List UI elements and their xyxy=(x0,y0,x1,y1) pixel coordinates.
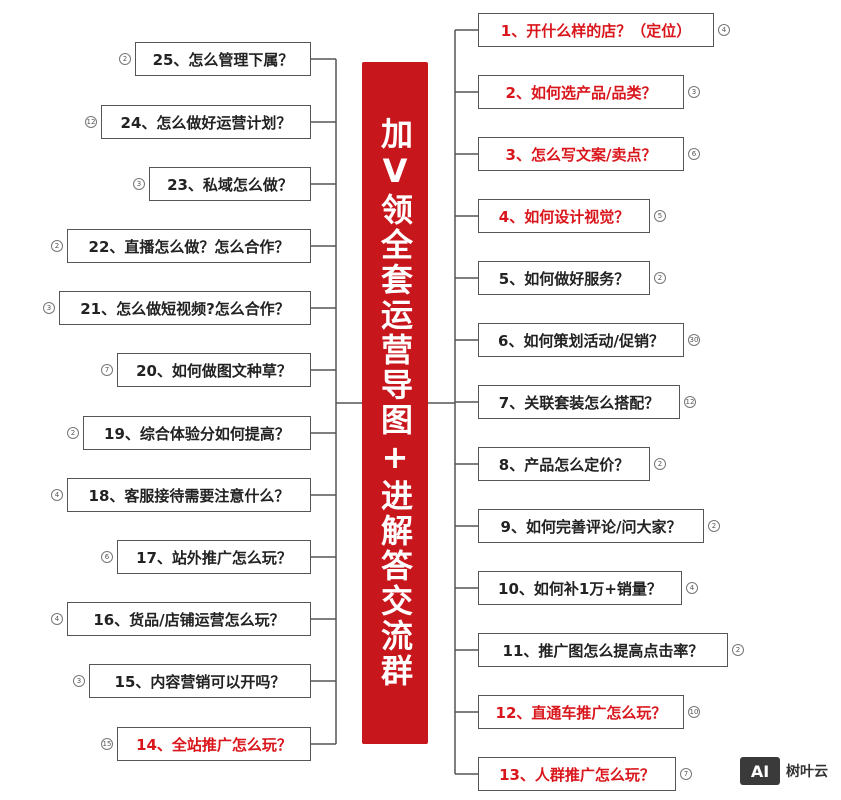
branch-node[interactable]: 2、如何选产品/品类？ xyxy=(478,75,684,109)
child-count-badge[interactable]: 30 xyxy=(688,334,700,346)
branch-node-label: 21、怎么做短视频?怎么合作？ xyxy=(80,299,290,318)
branch-node[interactable]: 15、内容营销可以开吗？ xyxy=(89,664,311,698)
branch-node-label: 8、产品怎么定价？ xyxy=(498,455,630,474)
branch-node-label: 3、怎么写文案/卖点？ xyxy=(505,145,657,164)
branch-node[interactable]: 6、如何策划活动/促销？ xyxy=(478,323,684,357)
child-count-badge[interactable]: 3 xyxy=(73,675,85,687)
child-count-badge[interactable]: 2 xyxy=(708,520,720,532)
child-count-badge[interactable]: 2 xyxy=(732,644,744,656)
child-count-badge[interactable]: 15 xyxy=(101,738,113,750)
branch-node-label: 24、怎么做好运营计划？ xyxy=(120,113,292,132)
child-count-badge[interactable]: 6 xyxy=(688,148,700,160)
branch-node-label: 14、全站推广怎么玩？ xyxy=(136,735,292,754)
child-count-badge[interactable]: 2 xyxy=(51,240,63,252)
branch-node-label: 25、怎么管理下属？ xyxy=(152,50,294,69)
branch-node[interactable]: 19、综合体验分如何提高？ xyxy=(83,416,311,450)
child-count-badge[interactable]: 4 xyxy=(686,582,698,594)
branch-node-label: 12、直通车推广怎么玩？ xyxy=(495,703,667,722)
branch-node-label: 2、如何选产品/品类？ xyxy=(505,83,657,102)
branch-node-label: 19、综合体验分如何提高？ xyxy=(104,424,290,443)
branch-node[interactable]: 4、如何设计视觉？ xyxy=(478,199,650,233)
branch-node-label: 15、内容营销可以开吗？ xyxy=(114,672,286,691)
child-count-badge[interactable]: 3 xyxy=(43,302,55,314)
branch-node[interactable]: 1、开什么样的店？（定位） xyxy=(478,13,714,47)
watermark-logo: AI xyxy=(740,757,780,785)
watermark: AI 树叶云 xyxy=(740,757,828,785)
branch-node-label: 7、关联套装怎么搭配？ xyxy=(498,393,660,412)
child-count-badge[interactable]: 3 xyxy=(133,178,145,190)
watermark-text: 树叶云 xyxy=(786,764,828,780)
branch-node[interactable]: 21、怎么做短视频?怎么合作？ xyxy=(59,291,311,325)
central-topic: 加V领全套运营导图+进解答交流群 xyxy=(362,62,428,744)
child-count-badge[interactable]: 2 xyxy=(119,53,131,65)
branch-node[interactable]: 5、如何做好服务？ xyxy=(478,261,650,295)
branch-node-label: 11、推广图怎么提高点击率？ xyxy=(502,641,704,660)
branch-node[interactable]: 8、产品怎么定价？ xyxy=(478,447,650,481)
branch-node-label: 9、如何完善评论/问大家？ xyxy=(500,517,682,536)
branch-node-label: 13、人群推广怎么玩？ xyxy=(499,765,655,784)
branch-node-label: 4、如何设计视觉？ xyxy=(498,207,630,226)
branch-node[interactable]: 22、直播怎么做？怎么合作？ xyxy=(67,229,311,263)
central-topic-title: 加V领全套运营导图+进解答交流群 xyxy=(376,117,414,689)
child-count-badge[interactable]: 2 xyxy=(654,458,666,470)
child-count-badge[interactable]: 4 xyxy=(51,489,63,501)
branch-node[interactable]: 7、关联套装怎么搭配？ xyxy=(478,385,680,419)
branch-node[interactable]: 13、人群推广怎么玩？ xyxy=(478,757,676,791)
child-count-badge[interactable]: 2 xyxy=(67,427,79,439)
branch-node[interactable]: 18、客服接待需要注意什么？ xyxy=(67,478,311,512)
branch-node-label: 6、如何策划活动/促销？ xyxy=(498,331,664,350)
child-count-badge[interactable]: 5 xyxy=(654,210,666,222)
branch-node-label: 1、开什么样的店？（定位） xyxy=(500,21,692,40)
branch-node[interactable]: 23、私域怎么做？ xyxy=(149,167,311,201)
branch-node[interactable]: 3、怎么写文案/卖点？ xyxy=(478,137,684,171)
branch-node[interactable]: 12、直通车推广怎么玩？ xyxy=(478,695,684,729)
branch-node-label: 20、如何做图文种草？ xyxy=(136,361,292,380)
branch-node[interactable]: 11、推广图怎么提高点击率？ xyxy=(478,633,728,667)
branch-node-label: 5、如何做好服务？ xyxy=(498,269,630,288)
child-count-badge[interactable]: 6 xyxy=(101,551,113,563)
branch-node[interactable]: 16、货品/店铺运营怎么玩？ xyxy=(67,602,311,636)
branch-node-label: 18、客服接待需要注意什么？ xyxy=(88,486,290,505)
child-count-badge[interactable]: 4 xyxy=(51,613,63,625)
branch-node-label: 23、私域怎么做？ xyxy=(167,175,293,194)
branch-node[interactable]: 14、全站推广怎么玩？ xyxy=(117,727,311,761)
branch-node-label: 10、如何补1万+销量？ xyxy=(498,579,662,598)
branch-node[interactable]: 10、如何补1万+销量？ xyxy=(478,571,682,605)
branch-node[interactable]: 9、如何完善评论/问大家？ xyxy=(478,509,704,543)
branch-node[interactable]: 17、站外推广怎么玩？ xyxy=(117,540,311,574)
branch-node[interactable]: 20、如何做图文种草？ xyxy=(117,353,311,387)
child-count-badge[interactable]: 7 xyxy=(101,364,113,376)
child-count-badge[interactable]: 10 xyxy=(688,706,700,718)
child-count-badge[interactable]: 4 xyxy=(718,24,730,36)
branch-node-label: 22、直播怎么做？怎么合作？ xyxy=(88,237,290,256)
branch-node[interactable]: 25、怎么管理下属？ xyxy=(135,42,311,76)
child-count-badge[interactable]: 3 xyxy=(688,86,700,98)
child-count-badge[interactable]: 12 xyxy=(85,116,97,128)
child-count-badge[interactable]: 2 xyxy=(654,272,666,284)
branch-node-label: 17、站外推广怎么玩？ xyxy=(136,548,292,567)
branch-node[interactable]: 24、怎么做好运营计划？ xyxy=(101,105,311,139)
branch-node-label: 16、货品/店铺运营怎么玩？ xyxy=(93,610,285,629)
child-count-badge[interactable]: 7 xyxy=(680,768,692,780)
child-count-badge[interactable]: 12 xyxy=(684,396,696,408)
